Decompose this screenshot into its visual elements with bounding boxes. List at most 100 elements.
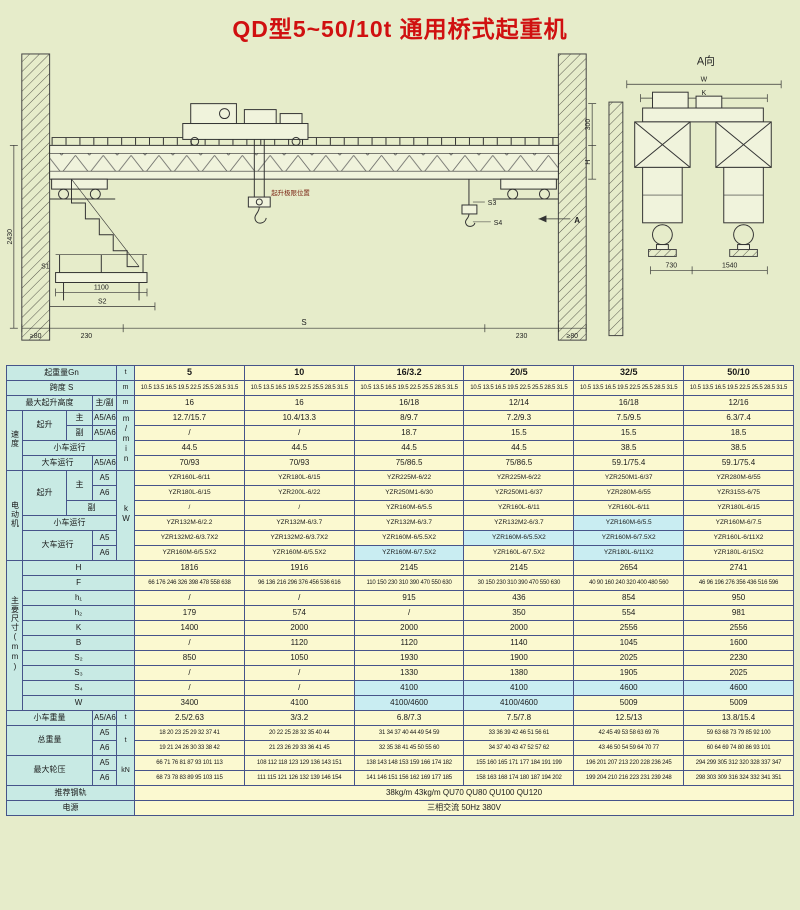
spec-cell: 33 36 39 42 46 51 56 61 (463, 725, 575, 741)
spec-cell: 66 176 246 326 398 478 558 638 (134, 575, 245, 591)
spec-cell: 2000 (353, 620, 465, 636)
spec-cell: 2556 (683, 620, 794, 636)
spec-cell: 4600 (683, 680, 794, 696)
stairs-platform (55, 178, 148, 301)
spec-cell: YZR180L-6/15 (683, 500, 794, 516)
spec-cell: YZR225M-6/22 (353, 470, 465, 486)
spec-cell: 554 (573, 605, 685, 621)
spec-cell: YZR160L-6/11 (134, 470, 245, 486)
aux-hook (461, 179, 491, 227)
spec-cell: / (134, 680, 245, 696)
dim-s3: S3 (488, 200, 497, 207)
spec-cell: kW (116, 470, 136, 561)
spec-cell: S₄ (21, 680, 136, 696)
side-view-drawing: 起升极限位置 S3 S4 S1 (7, 53, 597, 341)
spec-cell: A5 (91, 725, 118, 741)
spec-cell: YZR160M-6/5.5X2 (463, 530, 575, 546)
spec-cell: 2000 (463, 620, 575, 636)
spec-cell: 4100 (353, 680, 465, 696)
spec-cell: A5 (91, 470, 118, 486)
spec-cell: YZR200L-6/22 (243, 485, 355, 501)
spec-cell: 2230 (683, 650, 794, 666)
spec-cell: 19 21 24 26 30 33 38 42 (134, 740, 245, 756)
spec-cell: 10 (243, 365, 355, 381)
spec-cell: 1050 (243, 650, 355, 666)
spec-cell: 70/93 (243, 455, 355, 471)
spec-cell: 7.5/9.5 (573, 410, 685, 426)
dim-730: 730 (666, 262, 678, 269)
spec-cell: 30 150 230 310 390 470 550 630 (463, 575, 575, 591)
spec-cell: 主要尺寸(mm) (6, 560, 23, 711)
spec-cell: 2025 (683, 665, 794, 681)
spec-cell: YZR280M-6/55 (683, 470, 794, 486)
spec-cell: / (134, 425, 245, 441)
spec-cell: YZR160M-6/5.5X2 (353, 530, 465, 546)
end-view-title: A向 (697, 53, 715, 67)
spec-cell: 三相交流 50Hz 380V (134, 800, 794, 816)
dim-w: W (701, 76, 708, 83)
spec-cell: YZR160M-6/5.5X2 (243, 545, 355, 561)
spec-cell: A6 (91, 545, 118, 561)
spec-cell: 2556 (573, 620, 685, 636)
girder-cross-sections (634, 121, 772, 168)
spec-cell: 110 150 230 310 390 470 550 630 (353, 575, 465, 591)
spec-cell: 68 73 78 83 89 95 103 115 (134, 770, 245, 786)
dim-s1: S1 (41, 264, 50, 271)
spec-cell: A5/A6 (91, 710, 118, 726)
spec-cell: 10.5 13.5 16.5 19.5 22.5 25.5 28.5 31.5 (243, 380, 355, 396)
spec-cell: 59 63 68 73 79 85 92 100 (683, 725, 794, 741)
spec-cell: / (243, 590, 355, 606)
spec-cell: 4100 (463, 680, 575, 696)
spec-cell: 854 (573, 590, 685, 606)
spec-cell: 75/86.5 (353, 455, 465, 471)
spec-cell: 速度 (6, 410, 23, 471)
spec-cell: YZR160L-6/11 (463, 500, 575, 516)
spec-cell: 10.5 13.5 16.5 19.5 22.5 25.5 28.5 31.5 (134, 380, 245, 396)
spec-cell: 小车重量 (6, 710, 93, 726)
spec-cell: A5 (91, 755, 118, 771)
spec-cell: 10.5 13.5 16.5 19.5 22.5 25.5 28.5 31.5 (683, 380, 794, 396)
dim-230-left: 230 (81, 333, 93, 340)
spec-cell: 1916 (243, 560, 355, 576)
spec-cell: / (353, 605, 465, 621)
spec-cell: W (21, 695, 136, 711)
spec-cell: 大车运行 (22, 455, 93, 471)
spec-cell: t (116, 365, 136, 381)
dim-1540: 1540 (722, 262, 738, 269)
spec-cell: 10.5 13.5 16.5 19.5 22.5 25.5 28.5 31.5 (463, 380, 575, 396)
spec-cell: 1400 (134, 620, 245, 636)
spec-cell: YZR160M-6/7.5 (683, 515, 794, 531)
spec-cell: YZR160M-6/7.5X2 (573, 530, 685, 546)
spec-cell: 起升 (22, 410, 67, 441)
spec-cell: 18.5 (683, 425, 794, 441)
spec-cell: 2000 (243, 620, 355, 636)
end-view-trolley (642, 91, 764, 123)
spec-cell: 294 299 305 312 320 328 337 347 (683, 755, 794, 771)
spec-cell: 小车运行 (21, 515, 118, 531)
spec-cell: 981 (683, 605, 794, 621)
dim-span-s: S (301, 318, 306, 327)
spec-cell: / (134, 665, 245, 681)
dim-k: K (702, 90, 707, 97)
spec-cell: 5009 (573, 695, 685, 711)
page-title: QD型5~50/10t 通用桥式起重机 (232, 16, 568, 42)
spec-cell: 2025 (573, 650, 685, 666)
dim-80-left: ≥80 (30, 333, 42, 340)
spec-cell: 16/18 (353, 395, 465, 411)
spec-cell: 18 20 23 25 29 32 37 41 (134, 725, 245, 741)
spec-cell: S₃ (21, 665, 136, 681)
spec-cell: YZR225M-6/22 (463, 470, 575, 486)
spec-cell: YZR180L-6/11X2 (573, 545, 685, 561)
dim-s4: S4 (494, 220, 503, 227)
spec-cell: 16/3.2 (353, 365, 465, 381)
main-hook (247, 139, 271, 224)
spec-cell: / (134, 590, 245, 606)
spec-cell: 2741 (683, 560, 794, 576)
end-view-dims-bottom (650, 266, 768, 275)
spec-cell: 7.5/7.8 (463, 710, 575, 726)
spec-cell: 4600 (573, 680, 685, 696)
spec-cell: F (21, 575, 136, 591)
spec-cell: YZR132M2-6/3.7X2 (243, 530, 355, 546)
spec-cell: 小车运行 (21, 440, 118, 456)
spec-cell: 电源 (5, 800, 136, 816)
